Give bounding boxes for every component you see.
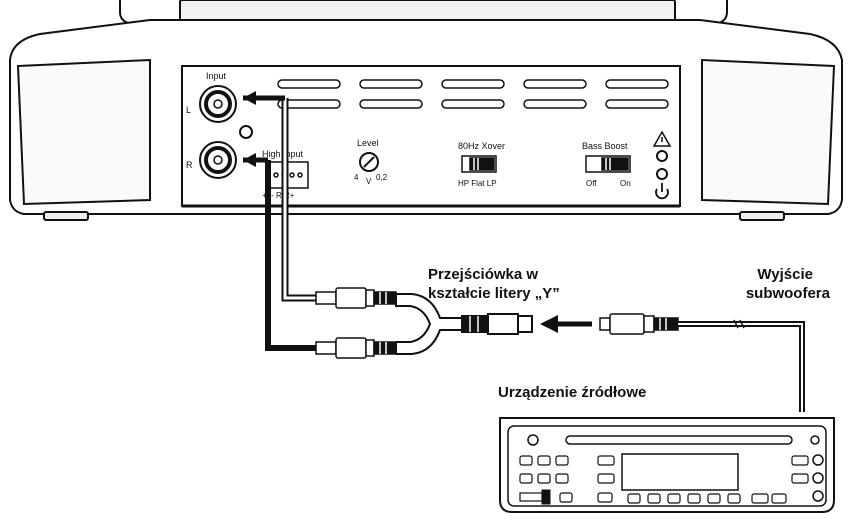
vent-slots [277, 79, 669, 109]
level-title: Level [357, 138, 379, 148]
sub-output-cable [678, 319, 805, 412]
y-adapter-label-line1: Przejściówka w [428, 266, 538, 283]
power-led-icon [656, 168, 668, 180]
rca-jack-right[interactable] [199, 141, 237, 179]
xover-options: HP Flat LP [458, 179, 497, 188]
power-icon [655, 183, 669, 200]
bass-boost-title: Bass Boost [582, 141, 628, 151]
rca-plug-right [315, 337, 397, 359]
source-unit-label: Urządzenie źródłowe [498, 384, 646, 401]
high-input-pins: +L- R R+ [262, 191, 295, 200]
sub-output-label-line2: subwoofera [746, 285, 831, 302]
y-adapter [395, 293, 533, 355]
level-knob[interactable] [359, 152, 379, 172]
channel-left-label: L [186, 105, 191, 115]
rca-plug-left [315, 287, 397, 309]
sub-output-label-line1: Wyjście [757, 266, 813, 283]
level-mid: V [366, 177, 372, 186]
arrow-left-icon-head [540, 315, 558, 333]
arrow-left-icon-l [243, 91, 256, 105]
protect-led-icon [656, 150, 668, 162]
input-title: Input [206, 71, 227, 81]
y-adapter-label-line2: kształcie litery „Y” [428, 285, 560, 302]
bass-boost-on: On [620, 179, 631, 188]
sub-output-plug [599, 313, 679, 335]
level-min: 4 [354, 173, 359, 182]
bass-boost-off: Off [586, 179, 597, 188]
warning-icon [652, 130, 672, 147]
channel-right-label: R [186, 160, 193, 170]
xover-switch[interactable] [461, 155, 497, 173]
rca-jack-left[interactable] [199, 85, 237, 123]
cable-right [265, 160, 316, 351]
xover-title: 80Hz Xover [458, 141, 505, 151]
amplifier [9, 0, 843, 221]
bass-boost-switch[interactable] [585, 155, 631, 173]
level-max: 0,2 [376, 173, 388, 182]
cable-left [281, 98, 316, 302]
status-led-icon [239, 125, 253, 139]
source-unit [499, 417, 835, 513]
arrow-left-icon-r [243, 153, 256, 167]
